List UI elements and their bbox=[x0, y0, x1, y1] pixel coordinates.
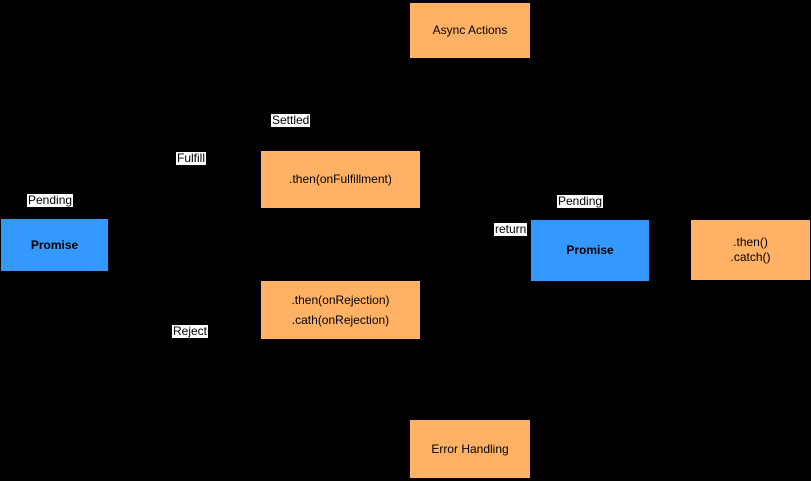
then-rejection-node: .then(onRejection) .cath(onRejection) bbox=[261, 281, 420, 339]
pending-label-left: Pending bbox=[27, 193, 74, 207]
promise-right-node: Promise bbox=[531, 220, 649, 281]
pending-label-right: Pending bbox=[557, 194, 604, 208]
node-label: Async Actions bbox=[432, 23, 508, 37]
async-actions-node: Async Actions bbox=[410, 3, 530, 58]
then-fulfillment-node: .then(onFulfillment) bbox=[261, 151, 420, 208]
fulfill-label: Fulfill bbox=[176, 151, 207, 165]
node-label: Promise bbox=[30, 237, 79, 252]
node-label: Error Handling bbox=[431, 441, 509, 456]
node-label-line1: .then() bbox=[733, 235, 768, 249]
node-label-line1: .then(onRejection) bbox=[291, 293, 390, 307]
settled-label: Settled bbox=[271, 113, 311, 127]
return-label: return bbox=[494, 222, 528, 236]
reject-label: Reject bbox=[172, 324, 209, 338]
node-label: .then(onFulfillment) bbox=[289, 172, 392, 186]
then-catch-node: .then() .catch() bbox=[691, 220, 810, 280]
node-label-line2: .catch() bbox=[730, 250, 771, 264]
node-label-line2: .cath(onRejection) bbox=[291, 313, 390, 327]
promise-left-node: Promise bbox=[1, 219, 108, 271]
error-handling-node: Error Handling bbox=[410, 420, 530, 478]
node-label: Promise bbox=[566, 243, 614, 257]
